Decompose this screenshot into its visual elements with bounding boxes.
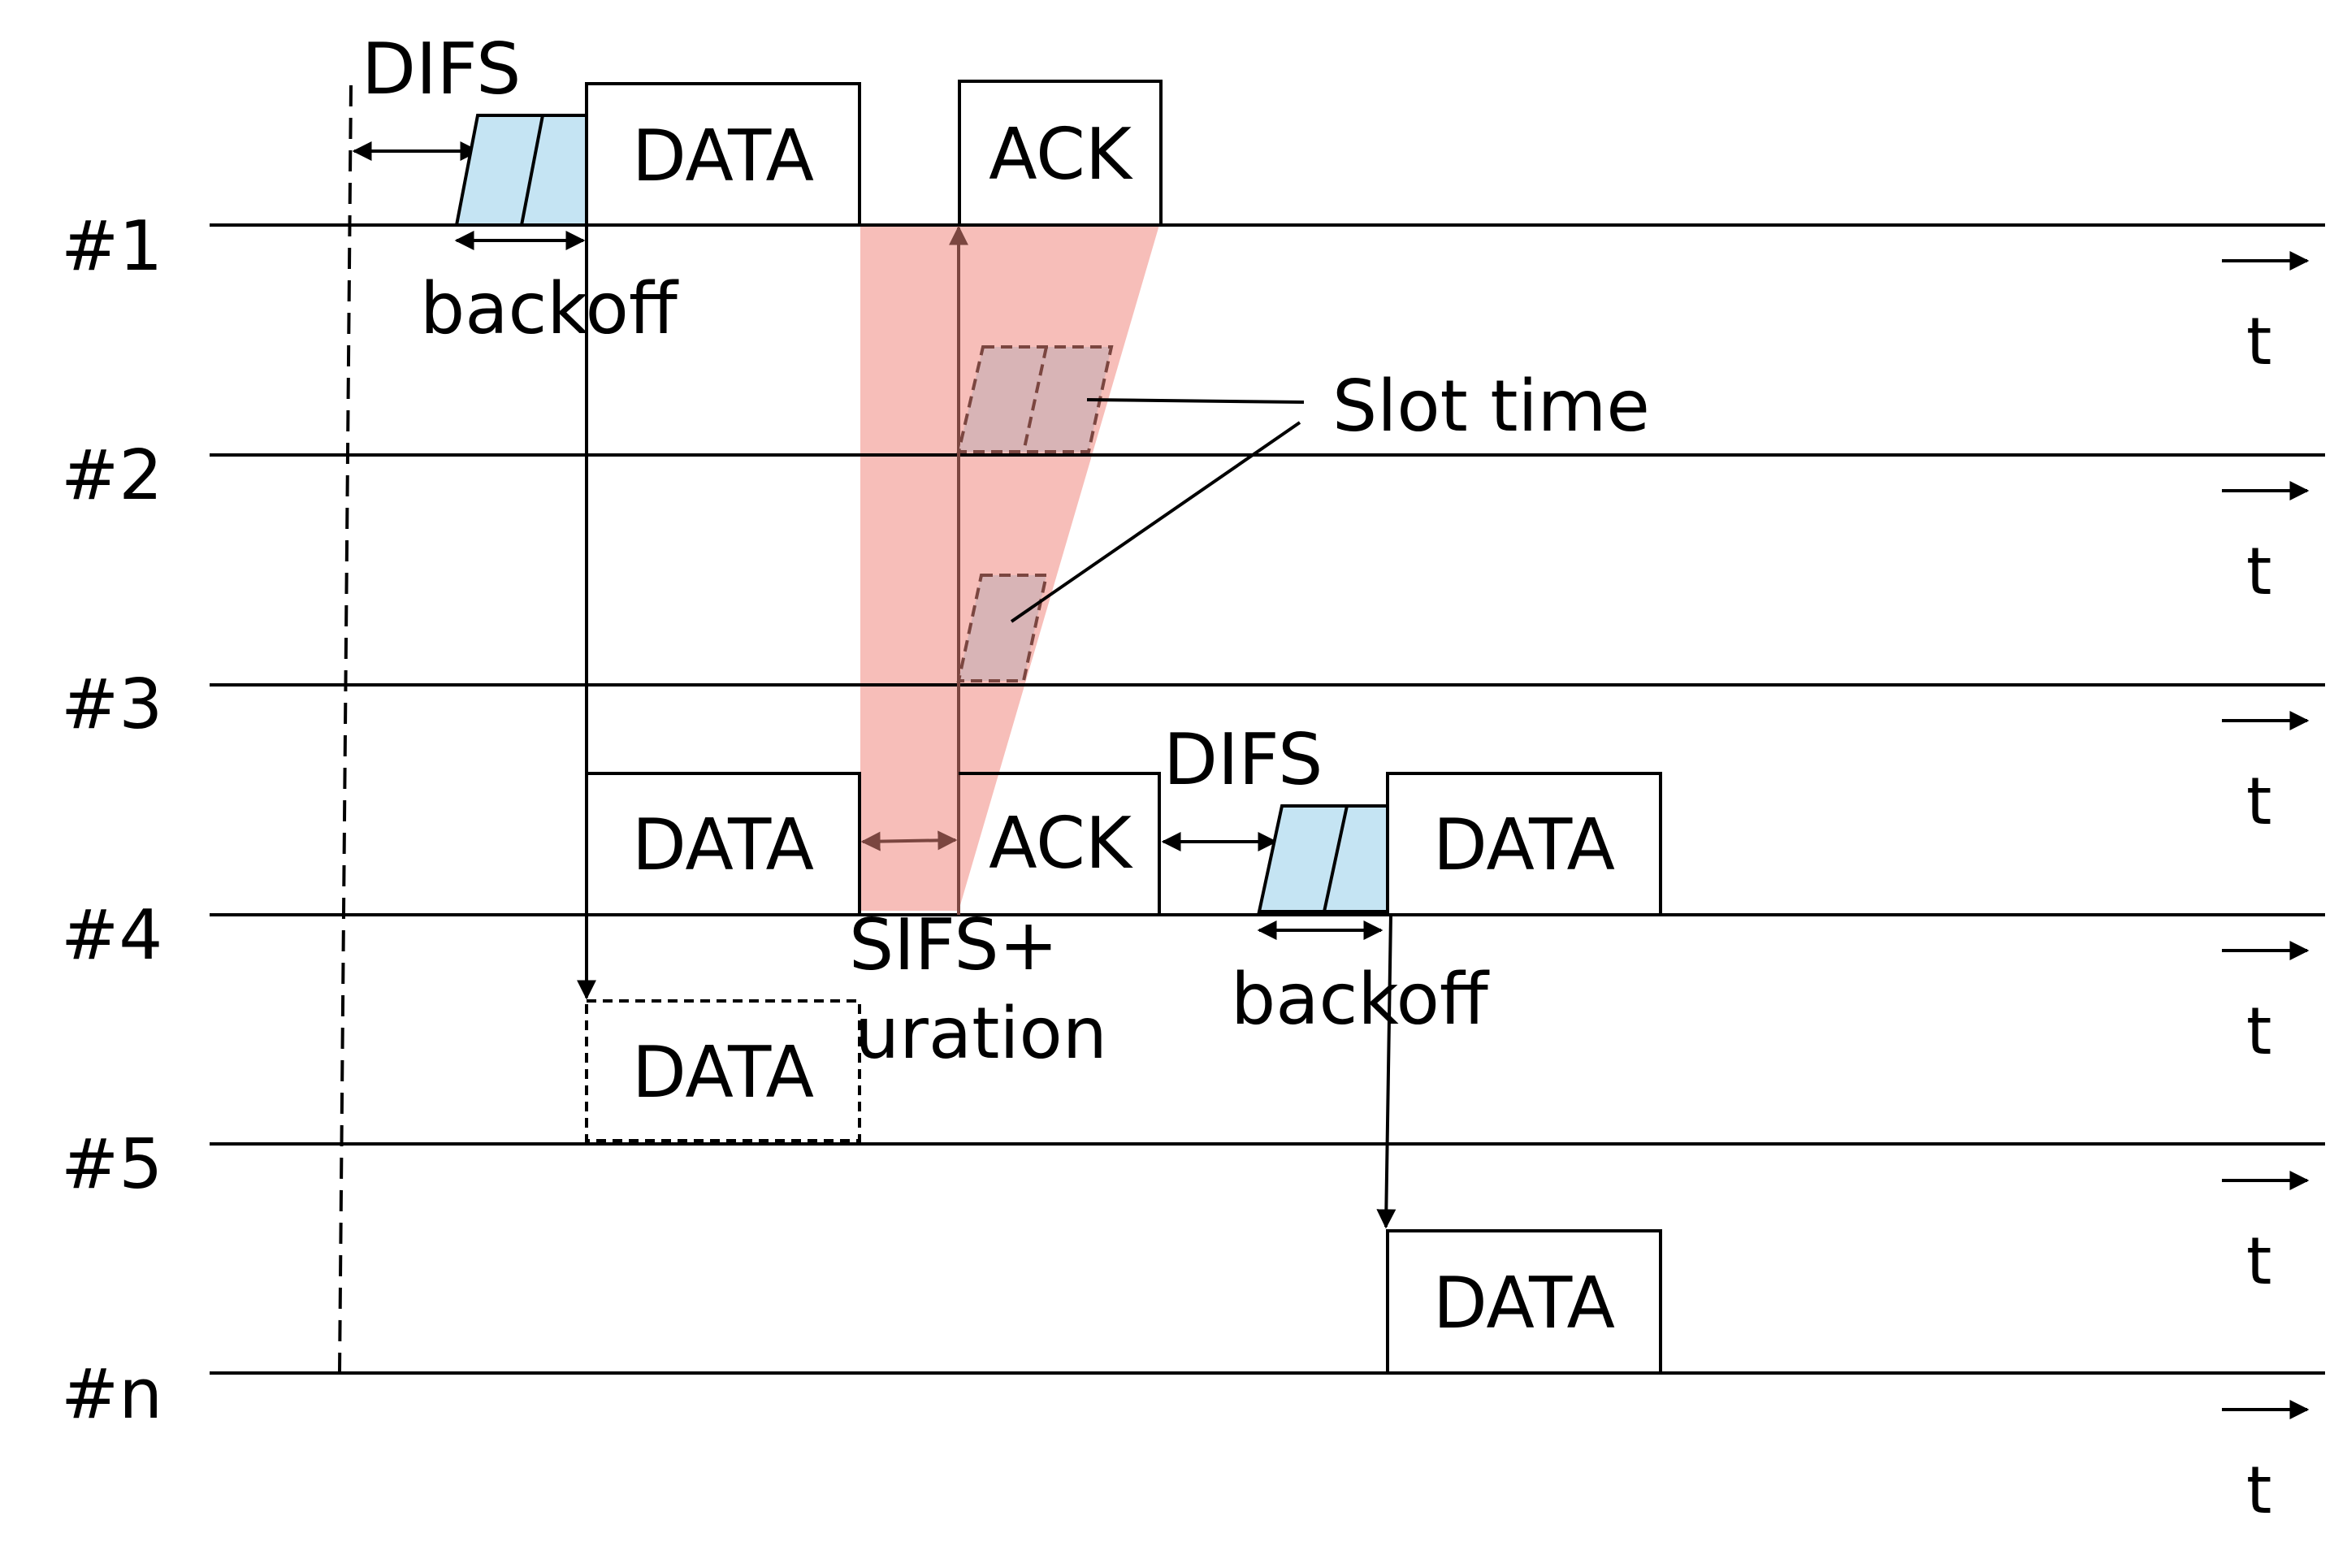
data-frame-station-4: DATA <box>585 772 861 916</box>
svg-text:DATA: DATA <box>632 803 814 886</box>
station-label-4: #4 <box>61 895 162 976</box>
time-label-n: t <box>2246 1453 2271 1528</box>
time-label-5: t <box>2246 1224 2271 1299</box>
station-label-1: #1 <box>61 206 162 287</box>
difs-label-top: DIFS <box>362 28 521 110</box>
slot-time-label: Slot time <box>1332 365 1650 448</box>
data-frame-station-5-dashed: DATA <box>585 999 861 1142</box>
station-label-2: #2 <box>61 435 162 516</box>
ack-frame-station-4: ACK <box>959 772 1161 915</box>
time-label-3: t <box>2246 764 2271 839</box>
svg-text:ACK: ACK <box>989 113 1133 196</box>
data-frame-station-n: DATA <box>1386 1229 1662 1375</box>
sifs-duration-arrow <box>860 830 958 851</box>
sifs-label-line1: SIFS+ <box>849 903 1059 986</box>
svg-text:ACK: ACK <box>989 802 1133 885</box>
svg-text:DATA: DATA <box>1433 803 1615 886</box>
svg-text:DATA: DATA <box>632 1031 814 1114</box>
propagation-arrow-4-to-n <box>1376 914 1397 1229</box>
time-label-2: t <box>2246 534 2271 609</box>
slot-time-box-station-3 <box>956 574 1049 682</box>
time-label-4: t <box>2246 994 2271 1069</box>
data-frame-station-4-second: DATA <box>1386 772 1662 916</box>
time-labels: t t t t t t <box>2246 304 2271 1528</box>
station-label-3: #3 <box>61 665 162 745</box>
difs-label-mid: DIFS <box>1163 718 1323 801</box>
dashed-reference-line <box>338 84 353 1374</box>
time-axis-arrows <box>2222 251 2310 1419</box>
time-label-1: t <box>2246 304 2271 379</box>
data-frame-station-1: DATA <box>585 82 861 227</box>
backoff-label-top: backoff <box>420 267 679 350</box>
slot-time-box-station-2 <box>956 345 1114 453</box>
station-label-n: #n <box>61 1354 162 1435</box>
station-labels: #1 #2 #3 #4 #5 #n <box>61 206 162 1435</box>
svg-text:DATA: DATA <box>1433 1262 1615 1345</box>
backoff-label-mid: backoff <box>1231 958 1490 1041</box>
ack-frame-station-1: ACK <box>958 80 1163 227</box>
station-timelines <box>210 223 2325 1375</box>
svg-text:DATA: DATA <box>632 115 814 197</box>
station-label-5: #5 <box>61 1124 162 1205</box>
slot-time-callout-lines <box>1010 398 1305 623</box>
